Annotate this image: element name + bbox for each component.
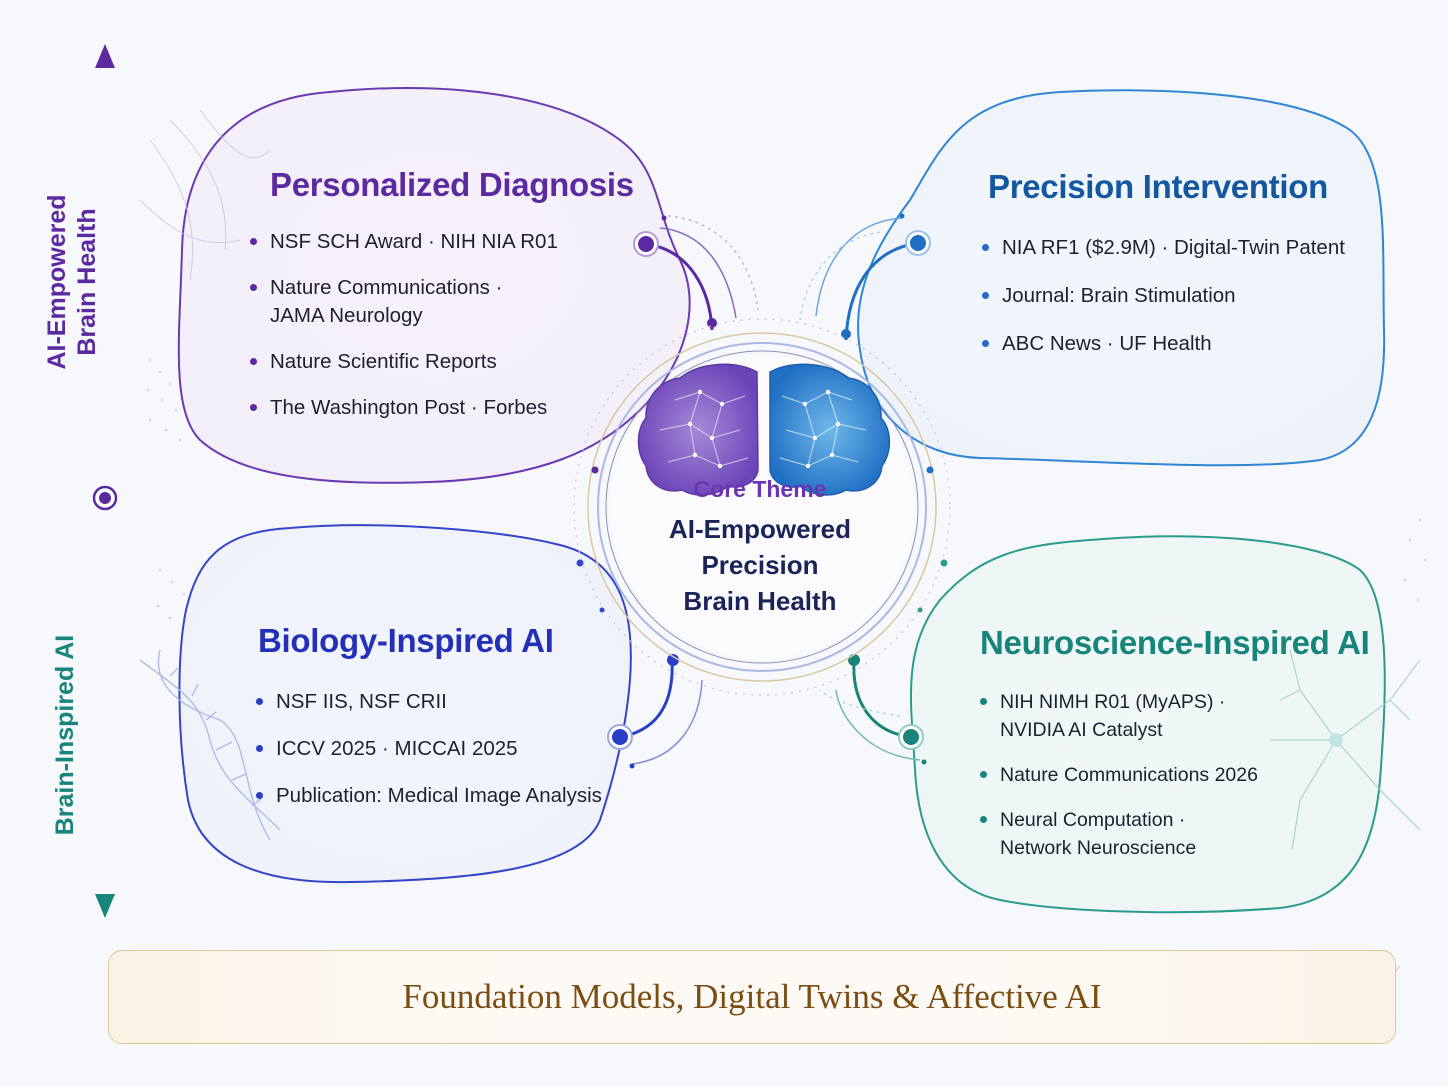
list-item-text: Journal: Brain Stimulation (1002, 284, 1236, 307)
axis-arrow-down-icon (95, 894, 115, 918)
brain-icon (637, 363, 891, 496)
list-item: ABC News · UF Health (980, 330, 1378, 358)
list-item: Neural Computation · Network Neuroscience (978, 806, 1380, 862)
neuron-cell-body (1329, 733, 1343, 747)
quadrant-precision-intervention: Precision Intervention NIA RF1 ($2.9M) ·… (982, 168, 1378, 378)
bullet-icon (980, 816, 987, 823)
connector-nodes (607, 213, 931, 769)
core-theme-eyebrow: Core Theme (693, 476, 827, 502)
dna-helix-icon (139, 649, 281, 841)
quadrant-list: NSF SCH Award · NIH NIA R01 Nature Commu… (248, 228, 640, 422)
axis-label-brain-inspired-ai: Brain-Inspired AI (51, 634, 79, 836)
list-item-text: Neural Computation · (1000, 809, 1186, 831)
list-item-text: Publication: Medical Image Analysis (276, 784, 602, 807)
neural-wisp-decoration (139, 109, 271, 281)
list-item: ICCV 2025 · MICCAI 2025 (254, 735, 618, 763)
list-item-text: NIH NIMH R01 (MyAPS) · (1000, 691, 1226, 713)
list-item: NSF IIS, NSF CRII (254, 688, 618, 716)
list-item: Nature Communications · JAMA Neurology (248, 274, 640, 330)
bullet-icon (250, 404, 257, 411)
quadrant-shape-bottom-left (178, 524, 632, 884)
core-theme: Core Theme AI-Empowered Precision Brain … (610, 476, 910, 619)
quadrant-title: Biology-Inspired AI (258, 622, 554, 659)
list-item: Publication: Medical Image Analysis (254, 782, 618, 810)
bullet-icon (250, 358, 257, 365)
list-item: Nature Scientific Reports (248, 348, 640, 376)
list-item: NIH NIMH R01 (MyAPS) · NVIDIA AI Catalyst (978, 688, 1380, 744)
list-item-text: Nature Scientific Reports (270, 350, 497, 373)
quadrant-title: Precision Intervention (988, 168, 1328, 205)
neuron-icon (1270, 649, 1421, 851)
list-item-text: ICCV 2025 · MICCAI 2025 (276, 737, 518, 760)
bullet-icon (980, 771, 987, 778)
list-item-text: NIA RF1 ($2.9M) · Digital-Twin Patent (1002, 236, 1345, 259)
bullet-icon (250, 284, 257, 291)
quadrant-title: Personalized Diagnosis (270, 166, 634, 203)
bullet-icon (982, 244, 989, 251)
axis-label-top-line1: AI-Empowered (43, 194, 71, 370)
quadrant-title: Neuroscience-Inspired AI (980, 624, 1370, 661)
quadrant-neuroscience-inspired-ai: Neuroscience-Inspired AI NIH NIMH R01 (M… (980, 624, 1380, 879)
core-theme-title-line1: AI-Empowered (668, 514, 852, 544)
list-item: Journal: Brain Stimulation (980, 282, 1378, 310)
list-item: Nature Communications 2026 (978, 761, 1380, 789)
footer-banner: Foundation Models, Digital Twins & Affec… (108, 950, 1396, 1044)
quadrant-shape-top-right (857, 89, 1386, 467)
list-item-text: Nature Communications 2026 (1000, 764, 1258, 786)
quadrant-shape-bottom-right (909, 535, 1386, 914)
list-item: The Washington Post · Forbes (248, 394, 640, 422)
quadrant-personalized-diagnosis: Personalized Diagnosis NSF SCH Award · N… (250, 166, 640, 440)
ring-dots (576, 466, 948, 613)
list-item: NIA RF1 ($2.9M) · Digital-Twin Patent (980, 234, 1378, 262)
dot-texture (146, 358, 1427, 620)
bullet-icon (256, 792, 263, 799)
core-theme-title: AI-Empowered Precision Brain Health (610, 511, 910, 619)
axis-arrow-up-icon (95, 44, 115, 68)
list-item-text-line2: JAMA Neurology (270, 304, 423, 327)
bullet-icon (982, 292, 989, 299)
bullet-icon (982, 340, 989, 347)
list-item-text-line2: Network Neuroscience (1000, 837, 1197, 859)
list-item: NSF SCH Award · NIH NIA R01 (248, 228, 640, 256)
bullet-icon (980, 698, 987, 705)
quadrant-biology-inspired-ai: Biology-Inspired AI NSF IIS, NSF CRII IC… (256, 622, 618, 829)
list-item-text: ABC News · UF Health (1002, 332, 1212, 355)
list-item-text: Nature Communications · (270, 276, 503, 299)
footer-text: Foundation Models, Digital Twins & Affec… (402, 977, 1102, 1016)
list-item-text-line2: NVIDIA AI Catalyst (1000, 719, 1163, 741)
core-theme-title-line2: Precision (701, 550, 819, 580)
bullet-icon (256, 698, 263, 705)
list-item-text: The Washington Post · Forbes (270, 396, 548, 419)
list-item-text: NSF SCH Award · NIH NIA R01 (270, 230, 558, 253)
list-item-text: NSF IIS, NSF CRII (276, 690, 447, 713)
core-theme-title-line3: Brain Health (683, 586, 837, 616)
axis-label-ai-empowered-brain-health: AI-Empowered Brain Health (42, 182, 102, 382)
quadrant-list: NIH NIMH R01 (MyAPS) · NVIDIA AI Catalyst… (978, 688, 1380, 862)
bullet-icon (250, 238, 257, 245)
axis-midpoint-core (99, 492, 111, 504)
axis-label-top-line2: Brain Health (73, 208, 101, 356)
quadrant-list: NIA RF1 ($2.9M) · Digital-Twin Patent Jo… (980, 234, 1378, 358)
quadrant-list: NSF IIS, NSF CRII ICCV 2025 · MICCAI 202… (254, 688, 618, 810)
quadrant-shape-top-left (177, 87, 691, 484)
bullet-icon (256, 745, 263, 752)
